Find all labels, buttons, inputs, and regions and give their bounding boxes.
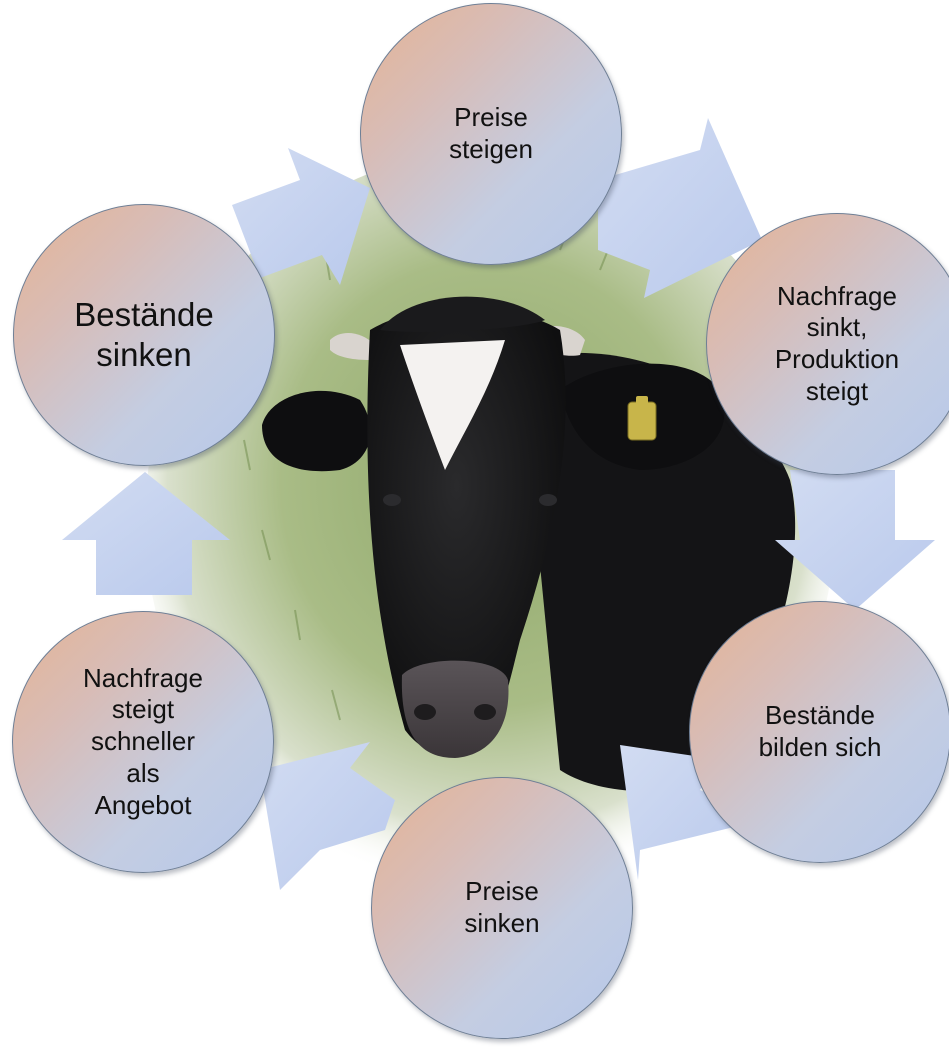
node-preise-sinken: Preise sinken <box>371 777 633 1039</box>
node-nachfrage-sinkt: Nachfrage sinkt, Produktion steigt <box>706 213 949 475</box>
node-bestaende-sinken: Bestände sinken <box>13 204 275 466</box>
node-bestaende-bilden: Bestände bilden sich <box>689 601 949 863</box>
node-bestaende-sinken-label: Bestände sinken <box>60 295 227 376</box>
node-nachfrage-steigt-label: Nachfrage steigt schneller als Angebot <box>69 663 217 822</box>
node-preise-sinken-label: Preise sinken <box>450 876 553 939</box>
node-preise-steigen: Preise steigen <box>360 3 622 265</box>
node-nachfrage-steigt: Nachfrage steigt schneller als Angebot <box>12 611 274 873</box>
node-preise-steigen-label: Preise steigen <box>435 102 547 165</box>
node-bestaende-bilden-label: Bestände bilden sich <box>745 700 896 763</box>
node-nachfrage-sinkt-label: Nachfrage sinkt, Produktion steigt <box>761 281 913 408</box>
